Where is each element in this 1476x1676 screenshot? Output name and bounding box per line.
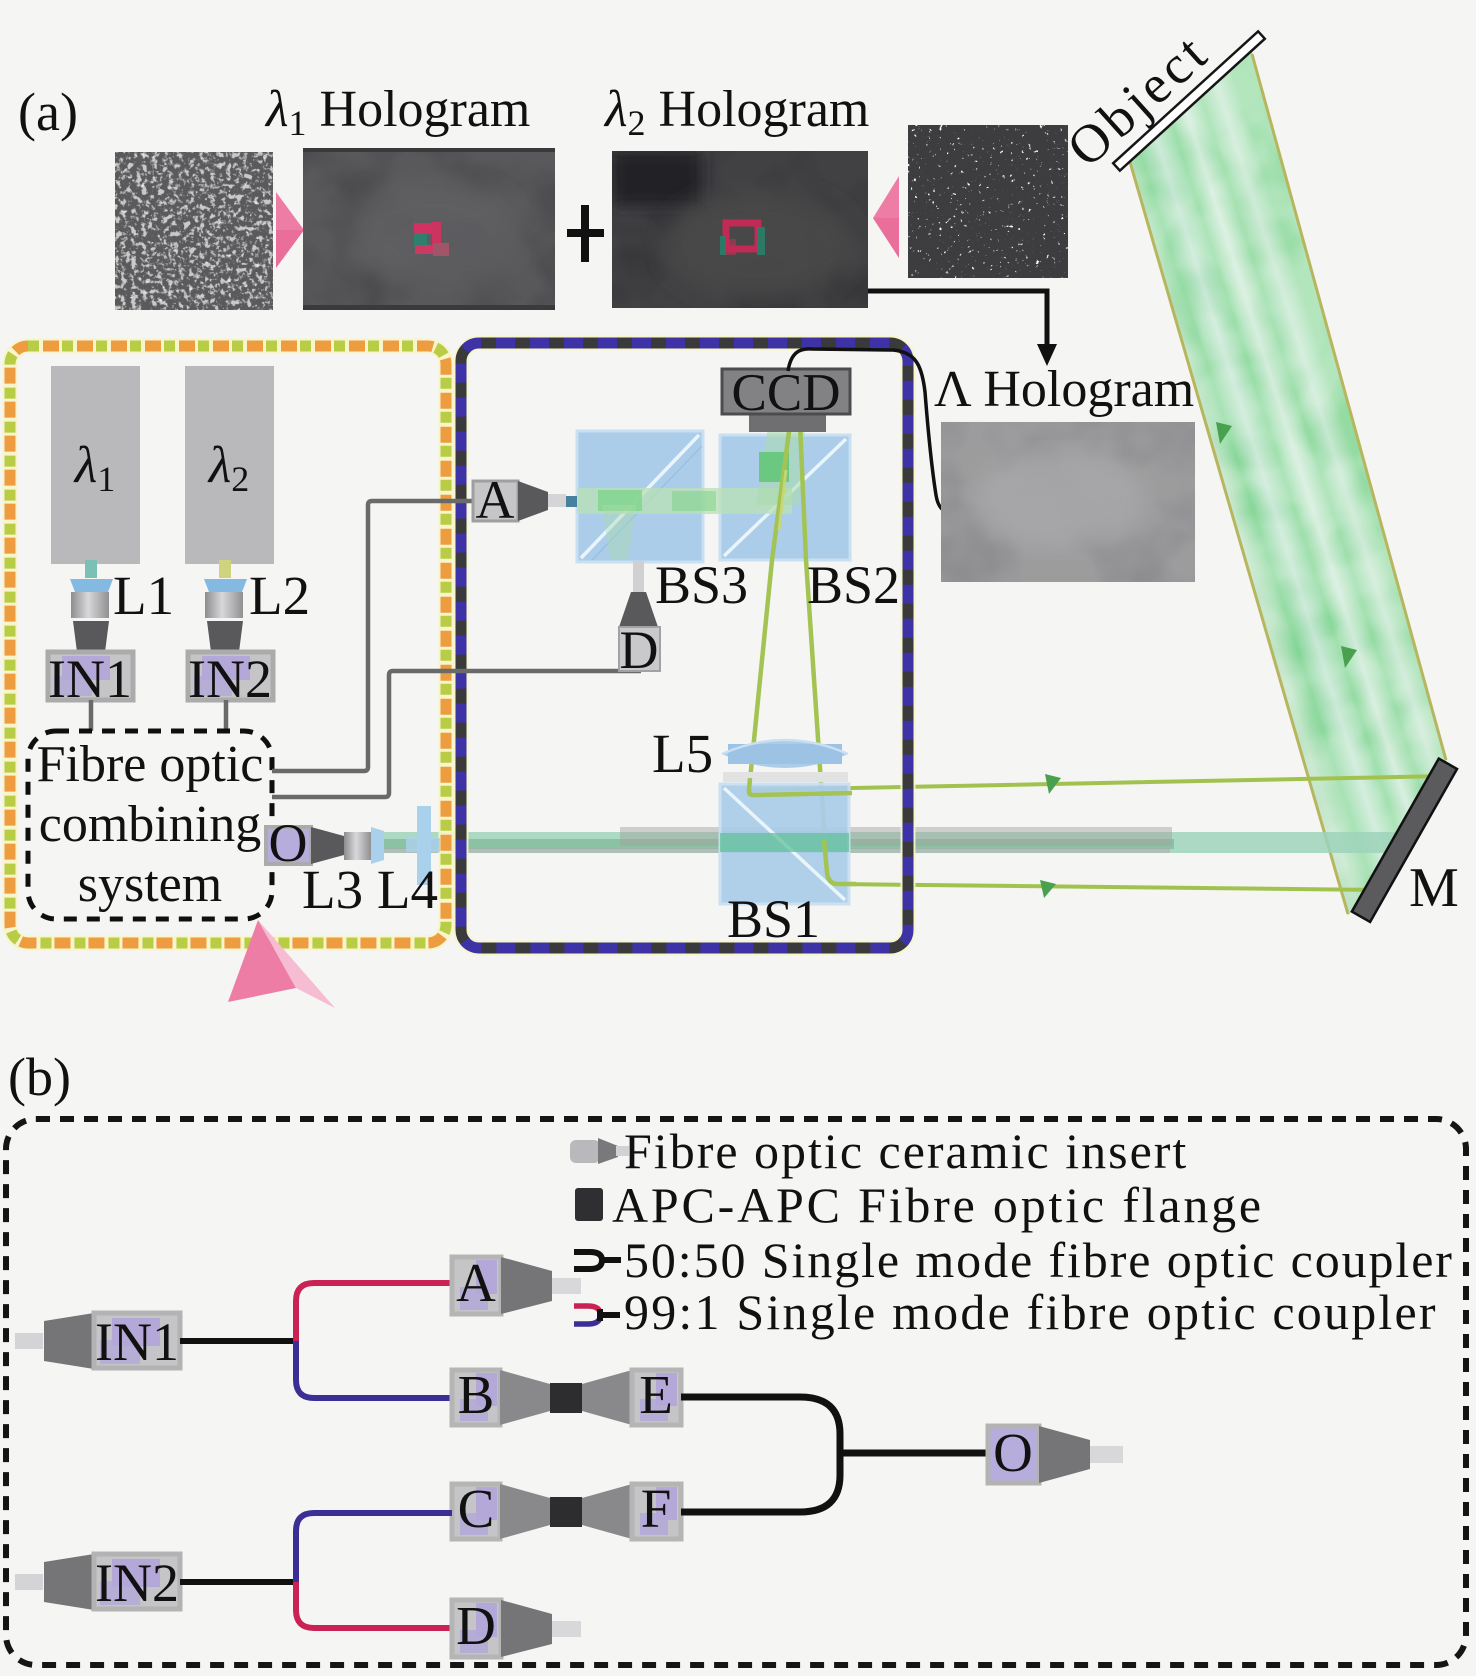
svg-text:CCD: CCD [732,364,841,422]
svg-text:C: C [458,1478,495,1539]
svg-text:IN2: IN2 [95,1553,179,1613]
svg-text:system: system [78,856,222,913]
svg-text:BS2: BS2 [807,555,900,615]
svg-text:D: D [456,1595,496,1656]
svg-text:Fibre optic: Fibre optic [37,736,264,793]
svg-text:IN1: IN1 [48,649,132,709]
svg-text:F: F [641,1478,672,1539]
svg-text:O: O [993,1422,1033,1483]
svg-text:(b): (b) [8,1047,71,1107]
svg-text:D: D [620,620,659,680]
svg-text:A: A [456,1252,496,1313]
svg-text:L2: L2 [249,565,310,626]
svg-text:50:50 Single mode fibre optic: 50:50 Single mode fibre optic coupler [624,1232,1454,1288]
svg-text:BS3: BS3 [655,555,748,615]
svg-text:BS1: BS1 [727,889,820,949]
svg-text:Fibre optic ceramic insert: Fibre optic ceramic insert [624,1123,1188,1179]
svg-text:IN2: IN2 [188,649,272,709]
svg-text:λ2 Hologram: λ2 Hologram [603,81,869,143]
svg-text:APC-APC Fibre optic flange: APC-APC Fibre optic flange [612,1177,1264,1233]
svg-text:O: O [269,813,308,873]
svg-text:M: M [1409,857,1459,919]
svg-text:λ1 Hologram: λ1 Hologram [264,81,530,143]
svg-text:E: E [639,1364,673,1425]
svg-text:Λ Hologram: Λ Hologram [934,361,1194,418]
svg-text:L3 L4: L3 L4 [302,859,438,920]
svg-text:(a): (a) [18,82,78,142]
svg-text:L5: L5 [652,723,713,784]
svg-text:λ1: λ1 [73,437,116,499]
svg-text:IN1: IN1 [95,1312,179,1372]
svg-text:A: A [476,470,515,530]
svg-text:λ2: λ2 [207,437,250,499]
svg-text:99:1 Single mode fibre optic c: 99:1 Single mode fibre optic coupler [624,1284,1438,1340]
svg-text:L1: L1 [113,565,174,626]
svg-text:B: B [458,1364,495,1425]
svg-text:combining: combining [39,796,261,853]
